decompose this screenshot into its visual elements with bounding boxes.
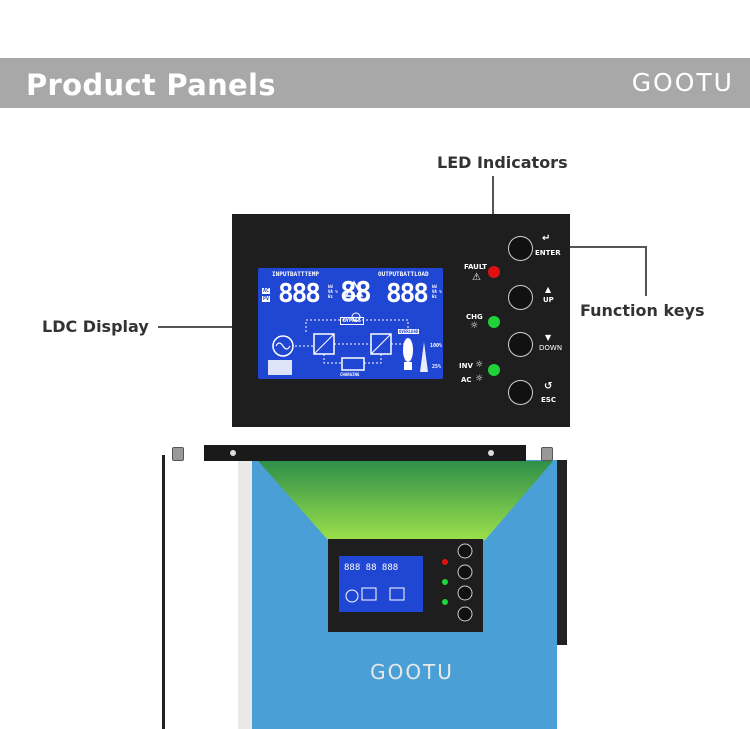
lcd-units-left: kW VA % Hz [328, 284, 338, 299]
enter-arrow-icon: ↵ [542, 233, 551, 244]
ldc-display-leader [158, 326, 258, 328]
lcd-charging: CHARGING [340, 372, 360, 377]
screw-left [172, 447, 184, 461]
up-key[interactable] [508, 285, 533, 310]
lcd-center-digits: 88 [340, 275, 372, 308]
lcd-pct-25: 25% [432, 364, 442, 370]
inv-sun-icon: ☼ [475, 360, 484, 370]
chg-sun-icon: ☼ [470, 321, 479, 331]
enter-key-label: ENTER [535, 249, 561, 257]
device-brand-logo: GOOTU [370, 660, 454, 684]
function-keys-leader-v [645, 246, 647, 296]
ldc-display-label: LDC Display [42, 317, 149, 336]
lcd-output-label: OUTPUTBATTLOAD [378, 271, 429, 278]
down-key[interactable] [508, 332, 533, 357]
chg-led [488, 316, 500, 328]
chg-label: CHG [466, 313, 483, 321]
lcd-pv-tag: PV [262, 296, 271, 302]
brand-logo: GOOTU [631, 68, 734, 97]
lcd-display: INPUTBATTTEMP OUTPUTBATTLOAD AC PV 888 8… [258, 268, 443, 379]
esc-key[interactable] [508, 380, 533, 405]
lcd-overload: OVERLOAD [398, 329, 420, 334]
header-banner: Product Panels GOOTU [0, 58, 750, 108]
esc-return-icon: ↺ [544, 381, 553, 392]
bracket-hole-left [230, 450, 236, 456]
esc-key-label: ESC [541, 396, 556, 404]
inv-label: INV [459, 362, 473, 370]
lcd-units-right: kW VA % Hz [432, 284, 442, 299]
device-right-edge [557, 460, 567, 645]
down-key-label: DOWN [539, 344, 563, 352]
svg-text:888 88 888: 888 88 888 [344, 563, 398, 573]
warning-icon: ⚠ [472, 272, 481, 283]
up-arrow-icon: ▲ [545, 285, 552, 294]
ac-label: AC [461, 376, 472, 384]
mounting-bracket [204, 445, 526, 461]
bracket-hole-right [488, 450, 494, 456]
function-keys-label: Function keys [580, 301, 705, 320]
down-arrow-icon: ▼ [545, 333, 552, 342]
device-side-edge [238, 460, 252, 729]
enter-key[interactable] [508, 236, 533, 261]
lcd-pct-100: 100% [430, 343, 443, 349]
inv-ac-led [488, 364, 500, 376]
page-title: Product Panels [26, 68, 276, 102]
led-indicators-label: LED Indicators [437, 153, 568, 172]
lcd-input-label: INPUTBATTTEMP [272, 271, 319, 278]
screw-right [541, 447, 553, 461]
fault-led [488, 266, 500, 278]
mini-lcd-display [339, 556, 423, 612]
fault-label: FAULT [464, 263, 487, 271]
lcd-flow-diagram [268, 280, 428, 375]
function-keys-leader-h [530, 246, 646, 248]
lcd-ac-tag: AC [262, 288, 271, 294]
ac-sun-icon: ☼ [475, 374, 484, 384]
lcd-right-digits: 888 [386, 279, 429, 309]
lcd-left-digits: 888 [278, 279, 321, 309]
up-key-label: UP [543, 296, 554, 304]
